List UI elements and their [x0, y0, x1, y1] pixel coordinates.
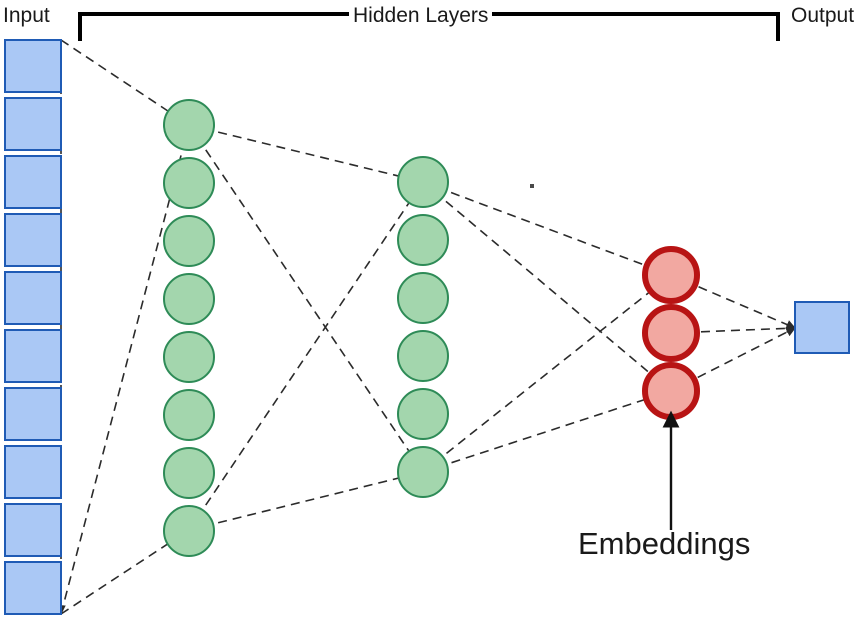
input-node [4, 387, 62, 441]
input-node [4, 561, 62, 615]
input-node [4, 97, 62, 151]
embeddings-label: Embeddings [578, 526, 751, 561]
connection-line [188, 469, 424, 531]
input-node [4, 445, 62, 499]
hidden-node [163, 215, 215, 267]
input-node [4, 213, 62, 267]
hidden-node [163, 389, 215, 441]
hidden-node [397, 214, 449, 266]
embeddings-layer [642, 246, 700, 420]
connection-line [422, 274, 672, 473]
hidden-layer-1 [163, 99, 215, 557]
connection-line [188, 181, 424, 531]
hidden-node [397, 388, 449, 440]
input-node [4, 271, 62, 325]
hidden-node [163, 331, 215, 383]
hidden-node [397, 330, 449, 382]
embedding-node [642, 246, 700, 304]
hidden-node [397, 272, 449, 324]
hidden-node [163, 505, 215, 557]
connection-line [422, 181, 672, 277]
output-label: Output [791, 4, 855, 27]
hidden-node [397, 446, 449, 498]
input-layer [4, 39, 62, 615]
stray-mark [530, 184, 534, 188]
output-node [794, 301, 850, 354]
hidden-node [163, 273, 215, 325]
connection-line [188, 124, 424, 473]
input-node [4, 503, 62, 557]
hidden-node [163, 447, 215, 499]
connection-line [422, 389, 672, 473]
hidden-node [397, 156, 449, 208]
embedding-node [642, 304, 700, 362]
output-layer [794, 301, 850, 354]
input-node [4, 39, 62, 93]
input-node [4, 329, 62, 383]
hidden-node [163, 99, 215, 151]
embedding-node [642, 362, 700, 420]
hidden-layers-label: Hidden Layers [349, 3, 493, 29]
connection-line [188, 124, 424, 185]
input-node [4, 155, 62, 209]
hidden-node [163, 157, 215, 209]
connection-line [422, 181, 672, 392]
input-label: Input [3, 4, 50, 27]
connection-line [60, 124, 192, 615]
hidden-layer-2 [397, 156, 449, 498]
